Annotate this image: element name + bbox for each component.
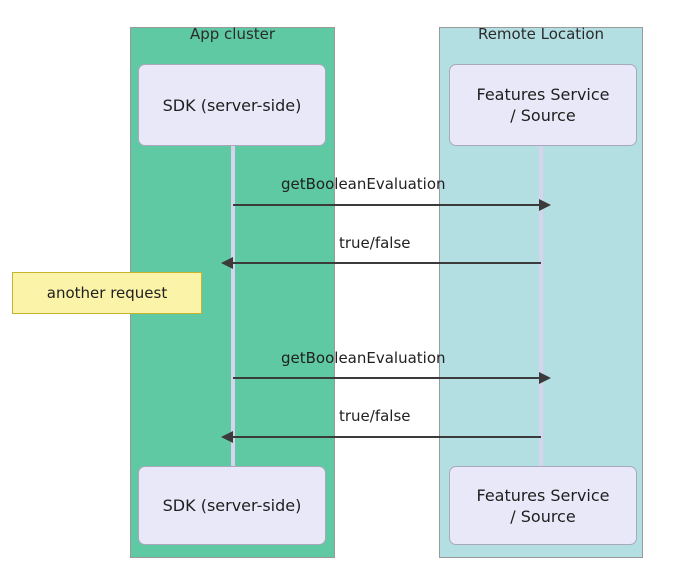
message-label-true-false-1: true/false bbox=[339, 234, 411, 252]
message-label-true-false-2: true/false bbox=[339, 407, 411, 425]
message-label-get-boolean-evaluation-1: getBooleanEvaluation bbox=[281, 175, 446, 193]
participant-label-sdk-bottom: SDK (server-side) bbox=[162, 496, 302, 515]
arrowhead-left-icon bbox=[221, 257, 233, 269]
message-arrow-true-false-1 bbox=[221, 257, 541, 269]
participant-box-sdk-bottom[interactable]: SDK (server-side) bbox=[138, 466, 326, 545]
note-another-request: another request bbox=[12, 272, 202, 314]
participant-label-line-1: Features Service bbox=[476, 85, 610, 104]
participant-label-line-1: Features Service bbox=[476, 485, 610, 505]
lifeline-features-service bbox=[539, 145, 543, 467]
message-arrow-get-boolean-evaluation-1 bbox=[233, 199, 551, 211]
participant-label-line-2: / Source bbox=[510, 506, 576, 526]
arrowhead-left-icon bbox=[221, 431, 233, 443]
participant-label-features-service-bottom: Features Service / Source bbox=[476, 485, 609, 527]
note-text: another request bbox=[46, 283, 168, 302]
message-arrow-true-false-2 bbox=[221, 431, 541, 443]
message-label-get-boolean-evaluation-2: getBooleanEvaluation bbox=[281, 349, 446, 367]
group-title-app-cluster: App cluster bbox=[189, 25, 276, 43]
message-arrow-get-boolean-evaluation-2 bbox=[233, 372, 551, 384]
group-title-remote-location: Remote Location bbox=[477, 25, 605, 43]
arrowhead-right-icon bbox=[539, 372, 551, 384]
participant-box-features-service-top[interactable]: Features Service / Source bbox=[449, 64, 637, 146]
participant-label-features-service-top: Features Service / Source bbox=[476, 84, 609, 126]
participant-box-features-service-bottom[interactable]: Features Service / Source bbox=[449, 466, 637, 545]
participant-box-sdk-top[interactable]: SDK (server-side) bbox=[138, 64, 326, 146]
lifeline-sdk bbox=[231, 145, 235, 467]
arrowhead-right-icon bbox=[539, 199, 551, 211]
participant-label-line-2: / Source bbox=[510, 106, 576, 125]
participant-label-sdk-top: SDK (server-side) bbox=[162, 95, 302, 115]
